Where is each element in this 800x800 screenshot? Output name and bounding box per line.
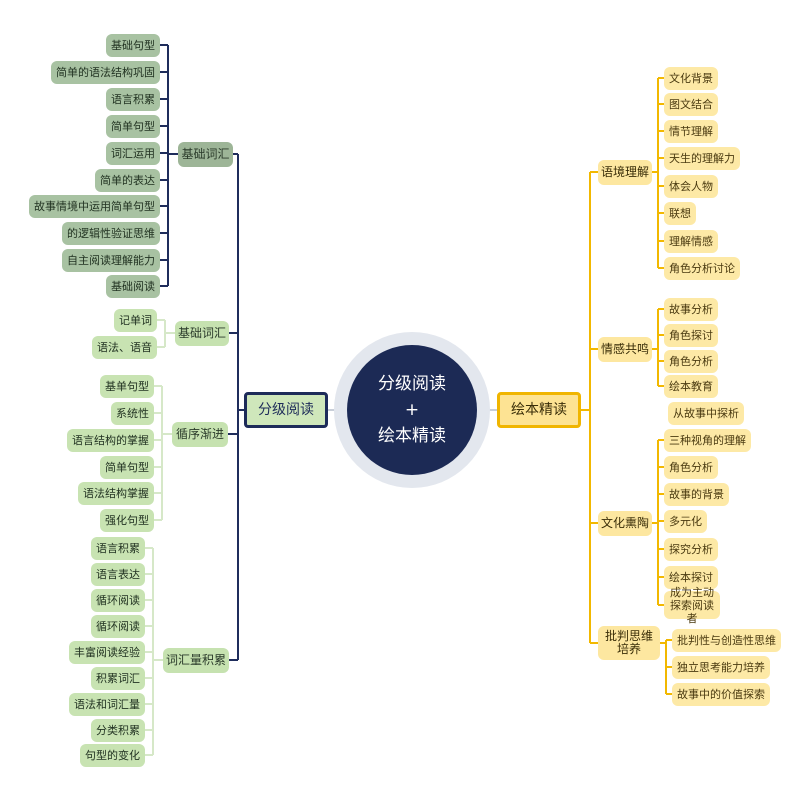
leaf-node[interactable]: 基单句型 [100,374,154,398]
leaf-node[interactable]: 强化句型 [100,508,154,532]
leaf-node[interactable]: 简单的语法结构巩固 [51,60,160,84]
leaf-node[interactable]: 三种视角的理解 [664,428,751,452]
leaf-node[interactable]: 图文结合 [664,92,718,116]
leaf-node[interactable]: 角色分析 [664,349,718,373]
leaf-node[interactable]: 简单的表达 [95,168,160,192]
leaf-node[interactable]: 绘本探讨 [664,565,718,589]
branch-node[interactable]: 情感共鸣 [598,336,652,362]
central-topic-plus: + [404,400,420,420]
main-topic-picture-book[interactable]: 绘本精读 [497,392,581,428]
leaf-node[interactable]: 循环阅读 [91,588,145,612]
leaf-node[interactable]: 积累词汇 [91,666,145,690]
leaf-node[interactable]: 丰富阅读经验 [69,640,145,664]
branch-connector [652,440,659,605]
left-trunk [228,153,244,661]
branch-connector [167,45,178,286]
leaf-node[interactable]: 故事中的价值探索 [672,682,770,706]
leaf-node[interactable]: 联想 [664,201,696,225]
leaf-node[interactable]: 分类积累 [91,718,145,742]
leaf-node[interactable]: 独立思考能力培养 [672,655,770,679]
right-trunk [581,171,598,644]
leaf-node[interactable]: 简单句型 [100,455,154,479]
leaf-node[interactable]: 理解情感 [664,229,718,253]
central-topic-line2: 绘本精读 [378,426,446,446]
leaf-node[interactable]: 角色分析讨论 [664,256,740,280]
branch-node[interactable]: 词汇量积累 [163,647,229,673]
leaf-node[interactable]: 语言表达 [91,562,145,586]
leaf-node[interactable]: 句型的变化 [80,743,145,767]
leaf-node[interactable]: 循环阅读 [91,614,145,638]
main-topic-graded-reading[interactable]: 分级阅读 [244,392,328,428]
leaf-node[interactable]: 记单词 [114,308,157,332]
floating-leaf-node[interactable]: 从故事中探析 [668,401,744,425]
leaf-node[interactable]: 角色探讨 [664,323,718,347]
branch-node[interactable]: 文化熏陶 [598,510,652,536]
leaf-node[interactable]: 自主阅读理解能力 [62,248,160,272]
leaf-node[interactable]: 探究分析 [664,537,718,561]
leaf-node[interactable]: 故事分析 [664,297,718,321]
leaf-node[interactable]: 成为主动探索阅读者 [664,586,720,625]
leaf-node[interactable]: 多元化 [664,509,707,533]
leaf-node[interactable]: 语言积累 [106,87,160,111]
central-topic-line1: 分级阅读 [378,374,446,394]
leaf-node[interactable]: 情节理解 [664,119,718,143]
leaf-node[interactable]: 批判性与创造性思维 [672,628,781,652]
branch-node[interactable]: 语境理解 [598,159,652,185]
leaf-node[interactable]: 语法结构掌握 [78,481,154,505]
leaf-node[interactable]: 天生的理解力 [664,146,740,170]
leaf-node[interactable]: 语言积累 [91,536,145,560]
leaf-node[interactable]: 基础句型 [106,33,160,57]
branch-connector [152,548,163,755]
leaf-node[interactable]: 系统性 [111,401,154,425]
leaf-node[interactable]: 简单句型 [106,114,160,138]
branch-connector [161,386,172,520]
leaf-node[interactable]: 体会人物 [664,174,718,198]
central-topic[interactable]: 分级阅读 + 绘本精读 [347,345,477,475]
branch-node[interactable]: 批判思维培养 [598,626,660,660]
branch-node[interactable]: 基础词汇 [175,320,229,346]
leaf-node[interactable]: 语法和词汇量 [69,692,145,716]
leaf-node[interactable]: 的逻辑性验证思维 [62,221,160,245]
leaf-node[interactable]: 角色分析 [664,455,718,479]
leaf-node[interactable]: 文化背景 [664,66,718,90]
leaf-node[interactable]: 语法、语音 [92,335,157,359]
branch-connector [660,640,667,694]
leaf-node[interactable]: 词汇运用 [106,141,160,165]
leaf-node[interactable]: 绘本教育 [664,374,718,398]
branch-connector [164,320,175,347]
branch-connector [652,309,659,386]
leaf-node[interactable]: 基础阅读 [106,274,160,298]
branch-node[interactable]: 基础词汇 [178,141,233,167]
branch-node[interactable]: 循序渐进 [172,421,228,447]
leaf-node[interactable]: 故事的背景 [664,482,729,506]
leaf-node[interactable]: 故事情境中运用简单句型 [29,194,160,218]
branch-connector [652,78,659,268]
leaf-node[interactable]: 语言结构的掌握 [67,428,154,452]
